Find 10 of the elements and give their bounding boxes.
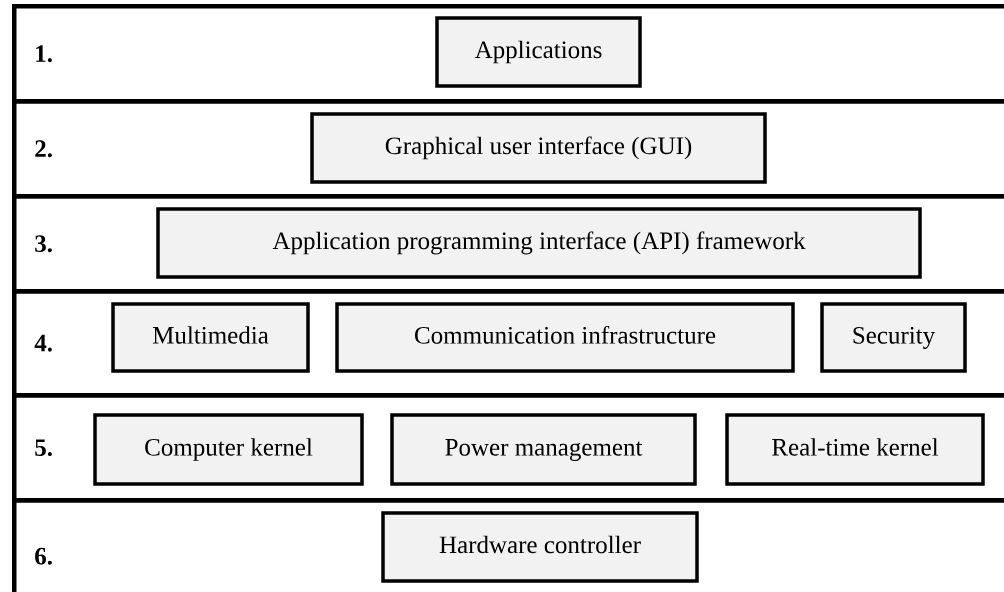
component-box: Communication infrastructure: [335, 302, 795, 373]
component-box: Real-time kernel: [725, 413, 985, 486]
component-box: Hardware controller: [381, 511, 699, 583]
component-box: Application programming interface (API) framework: [156, 207, 922, 279]
component-box: Graphical user interface (GUI): [310, 112, 767, 184]
component-box: Security: [820, 302, 967, 373]
component-box: Power management: [390, 413, 697, 486]
component-box: Applications: [435, 16, 642, 88]
component-box: Multimedia: [111, 302, 310, 373]
component-box: Computer kernel: [93, 413, 364, 486]
